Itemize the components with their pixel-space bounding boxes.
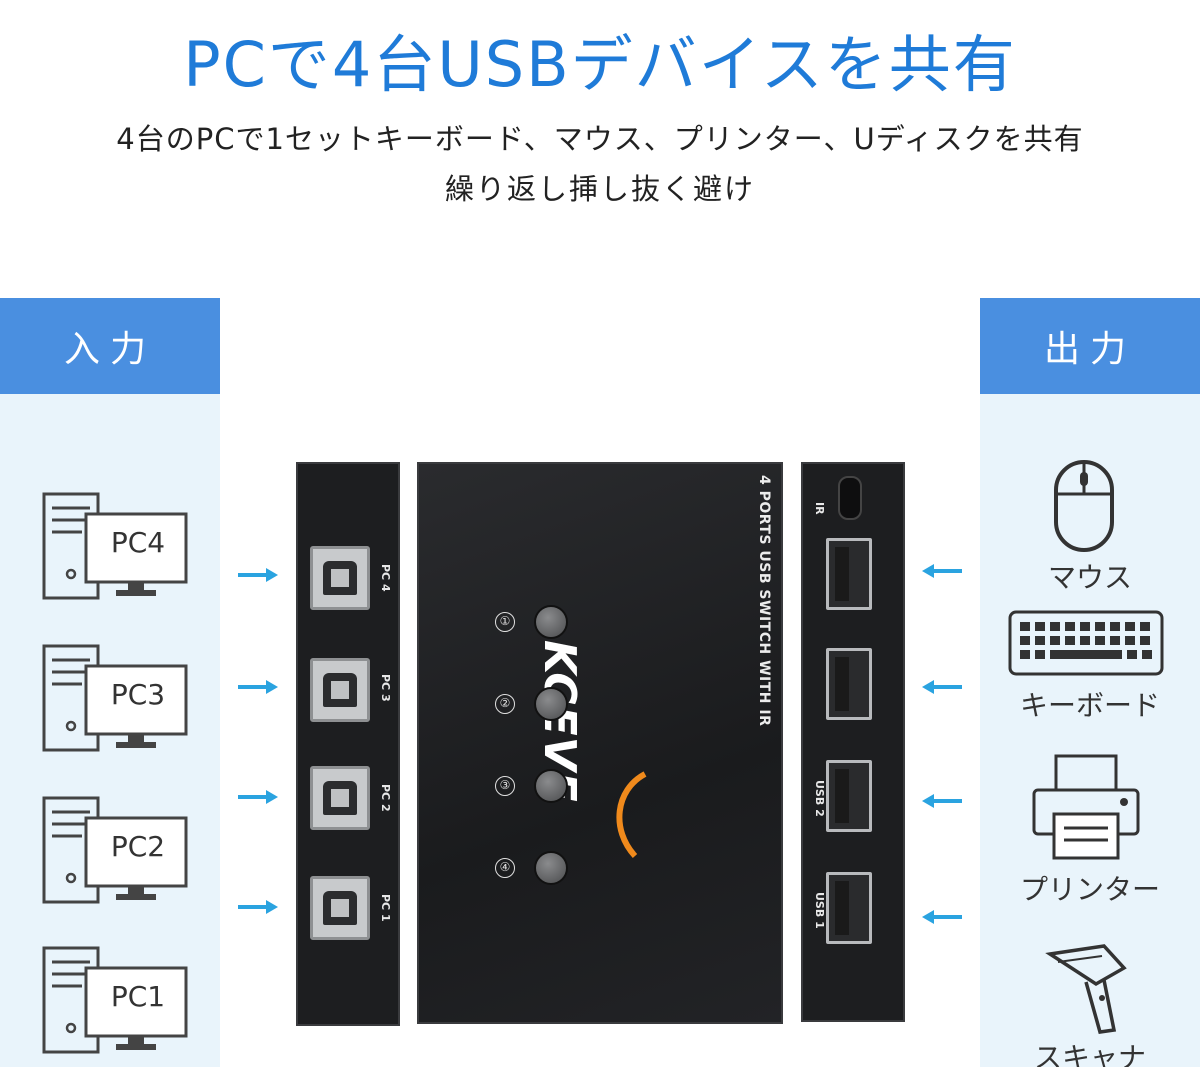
button-number-4: ④	[495, 858, 515, 878]
switch-button-3[interactable]	[534, 769, 568, 803]
arrow-right-icon	[238, 900, 278, 914]
usb-b-port-pc1	[310, 876, 370, 940]
port-label-usb2: USB 2	[813, 780, 826, 817]
arrow-right-icon	[238, 680, 278, 694]
device-label-printer: プリンター	[1019, 873, 1160, 906]
button-number-2: ②	[495, 694, 515, 714]
ir-label: IR	[813, 502, 826, 515]
input-panel-header: 入力	[0, 298, 220, 394]
pc-label: PC3	[110, 678, 166, 711]
usb-a-port-usb2	[826, 760, 872, 832]
pc-label: PC2	[110, 830, 166, 863]
output-panel-label: 出力	[1043, 329, 1136, 370]
pc-icon	[42, 796, 188, 904]
switch-button-1[interactable]	[534, 605, 568, 639]
device-label-mouse: マウス	[1047, 561, 1132, 594]
arrow-left-icon	[922, 910, 962, 924]
pc-icon	[42, 946, 188, 1054]
usb-a-port-keyboard	[826, 648, 872, 720]
port-label-pc1: PC 1	[379, 894, 392, 922]
button-number-3: ③	[495, 776, 515, 796]
page-subtitle: 4台のPCで1セットキーボード、マウス、プリンター、Uディスクを共有	[116, 122, 1084, 156]
port-label-pc3: PC 3	[379, 674, 392, 702]
device-label-keyboard: キーボード	[1019, 689, 1160, 722]
usb-a-port-mouse	[826, 538, 872, 610]
switch-top-face	[417, 462, 783, 1024]
brand-swoosh-icon	[616, 771, 647, 859]
arrow-left-icon	[922, 794, 962, 808]
pc-label: PC4	[110, 526, 166, 559]
input-panel-label: 入力	[63, 329, 156, 370]
page-title: PCで4台USBデバイスを共有	[183, 28, 1017, 101]
keyboard-icon	[1008, 610, 1164, 676]
switch-button-4[interactable]	[534, 851, 568, 885]
pc-icon	[42, 644, 188, 752]
usb-b-port-pc3	[310, 658, 370, 722]
port-label-usb1: USB 1	[813, 892, 826, 929]
output-panel-header: 出力	[980, 298, 1200, 394]
ir-sensor	[838, 476, 862, 520]
scanner-icon	[1045, 944, 1127, 1034]
page-subtitle-2: 繰り返し挿し抜く避け	[444, 172, 755, 206]
pc-item-3: PC3	[42, 644, 192, 754]
pc-item-4: PC4	[42, 492, 192, 602]
arrow-right-icon	[238, 568, 278, 582]
port-label-pc2: PC 2	[379, 784, 392, 812]
arrow-right-icon	[238, 790, 278, 804]
pc-item-1: PC1	[42, 946, 192, 1056]
switch-button-2[interactable]	[534, 687, 568, 721]
arrow-left-icon	[922, 680, 962, 694]
printer-icon	[1032, 754, 1140, 860]
pc-label: PC1	[110, 980, 166, 1013]
port-label-pc4: PC 4	[379, 564, 392, 592]
usb-b-port-pc4	[310, 546, 370, 610]
output-panel: 出力	[980, 298, 1200, 1067]
arrow-left-icon	[922, 564, 962, 578]
model-text: 4 PORTS USB SWITCH WITH IR	[756, 475, 772, 727]
usb-a-port-usb1	[826, 872, 872, 944]
pc-item-2: PC2	[42, 796, 192, 906]
button-number-1: ①	[495, 612, 515, 632]
pc-icon	[42, 492, 188, 600]
usb-b-port-pc2	[310, 766, 370, 830]
mouse-icon	[1054, 460, 1114, 552]
device-label-scanner: スキャナ	[1033, 1041, 1146, 1067]
